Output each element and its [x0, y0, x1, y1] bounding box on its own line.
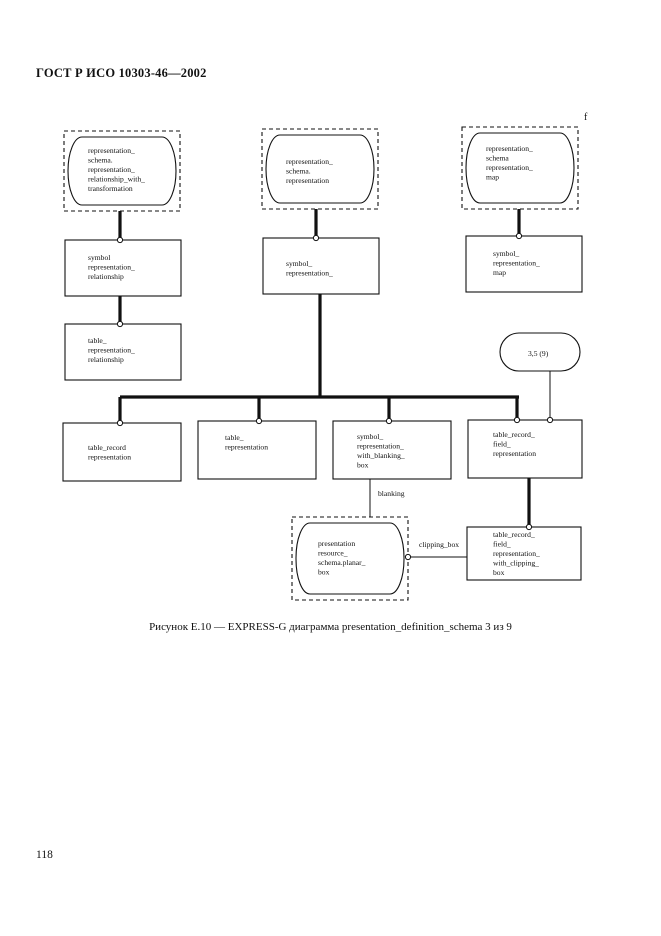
relation-circle	[525, 523, 533, 531]
node-text-line: representation_	[486, 163, 533, 172]
node-text-line: table_record	[88, 443, 126, 452]
node-text: symbol_representation_	[286, 259, 333, 278]
node-text-line: map	[486, 173, 499, 182]
node-rep-schema-rel-transform: representation_schema.representation_rel…	[63, 130, 181, 212]
node-text: symbol_representation_map	[493, 249, 540, 277]
node-symbol-rep-blanking: symbol_representation_with_blanking_box	[332, 420, 452, 480]
node-text-line: relationship_with_	[88, 175, 145, 184]
node-text-line: representation	[493, 449, 536, 458]
relation-circle	[116, 419, 124, 427]
node-text: table_representation_relationship	[88, 336, 135, 364]
node-text: table_record_field_representation	[493, 430, 536, 458]
page-number: 118	[36, 849, 53, 861]
node-rep-schema-rep: representation_schema.representation	[261, 128, 379, 210]
relation-circle	[546, 416, 554, 424]
node-text-line: schema.planar_	[318, 558, 366, 567]
node-text-line: representation_	[88, 346, 135, 355]
node-text-line: field_	[493, 440, 511, 449]
node-text-line: representation_	[486, 144, 533, 153]
node-text-line: representation_	[493, 259, 540, 268]
node-text-line: representation_	[88, 146, 135, 155]
node-text-line: box	[493, 568, 505, 577]
node-table-rep-rel: table_representation_relationship	[64, 323, 182, 381]
node-text-line: map	[493, 268, 506, 277]
node-text-line: symbol_	[493, 249, 519, 258]
node-text-line: with_clipping_	[493, 559, 539, 568]
node-text-line: symbol_	[357, 432, 383, 441]
page-header: ГОСТ Р ИСО 10303-46—2002	[36, 66, 207, 80]
node-text-line: representation_	[357, 442, 404, 451]
node-text-line: table_	[88, 336, 107, 345]
node-text: table_representation	[225, 433, 268, 452]
node-text: table_record_field_representation_with_c…	[493, 530, 540, 577]
node-text-line: 3,5 (9)	[528, 349, 549, 358]
node-table-record-field-rep: table_record_field_representation	[467, 419, 583, 479]
node-text-line: with_blanking_	[357, 451, 405, 460]
node-text-line: relationship	[88, 355, 124, 364]
node-text-line: schema.	[88, 156, 113, 165]
relation-circle	[513, 416, 521, 424]
node-text-line: representation_	[88, 263, 135, 272]
node-text-line: box	[357, 461, 369, 470]
node-text: 3,5 (9)	[528, 349, 549, 358]
node-text-line: relationship	[88, 272, 124, 281]
node-text-line: resource_	[318, 549, 348, 558]
relation-circle	[116, 320, 124, 328]
node-text-line: representation	[225, 443, 268, 452]
node-text: representation_schema.representation	[286, 157, 333, 185]
node-text: representation_schema.representation_rel…	[88, 146, 145, 193]
node-ref-35-9: 3,5 (9)	[499, 332, 581, 372]
node-text-line: representation_	[286, 157, 333, 166]
relation-circle	[116, 236, 124, 244]
node-text-line: representation	[286, 176, 329, 185]
node-text-line: symbol	[88, 253, 110, 262]
relation-circle	[255, 417, 263, 425]
node-table-record-field-rep-clipping: table_record_field_representation_with_c…	[466, 526, 582, 581]
node-table-rep: table_representation	[197, 420, 317, 480]
relation-circle	[404, 553, 412, 561]
node-text-line: representation_	[286, 269, 333, 278]
node-text-line: symbol_	[286, 259, 312, 268]
relation-circle	[515, 232, 523, 240]
node-text-line: table_record_	[493, 430, 535, 439]
node-text-line: field_	[493, 540, 511, 549]
node-text-line: table_record_	[493, 530, 535, 539]
relation-circle	[385, 417, 393, 425]
node-text-line: schema	[486, 154, 509, 163]
node-text: symbol_representation_with_blanking_box	[357, 432, 405, 470]
node-text-line: representation	[88, 453, 131, 462]
node-text-line: schema.	[286, 167, 311, 176]
label-clipping-box: clipping_box	[419, 540, 459, 549]
node-text-line: transformation	[88, 184, 133, 193]
node-symbol-rep: symbol_representation_	[262, 237, 380, 295]
node-text-line: representation_	[88, 165, 135, 174]
relation-circle	[312, 234, 320, 242]
node-text-line: representation_	[493, 549, 540, 558]
node-text-line: box	[318, 568, 330, 577]
figure-caption: Рисунок Е.10 — EXPRESS-G диаграмма prese…	[149, 621, 512, 633]
node-symbol-rep-map: symbol_representation_map	[465, 235, 583, 293]
page-mark: f	[584, 112, 588, 123]
node-text-line: presentation	[318, 539, 355, 548]
node-text-line: table_	[225, 433, 244, 442]
label-blanking: blanking	[378, 489, 405, 498]
